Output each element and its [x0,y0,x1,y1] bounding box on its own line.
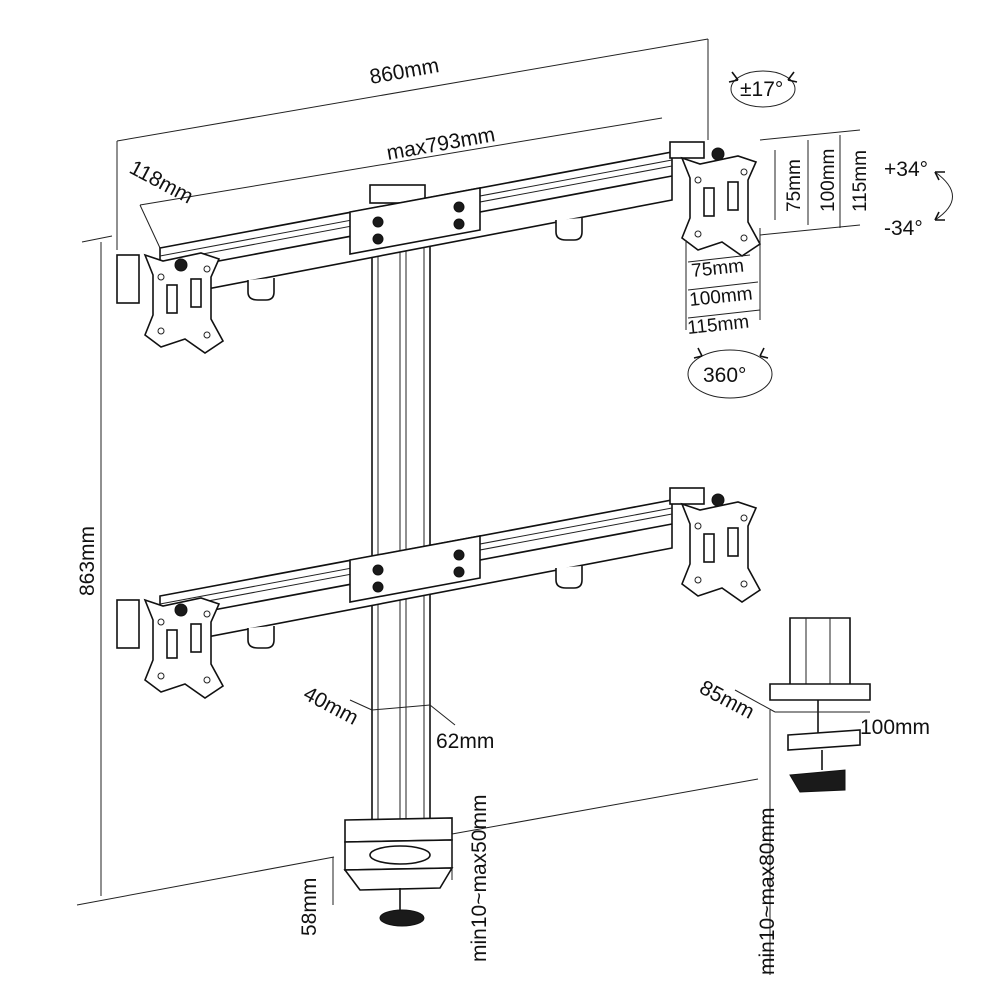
tilt-arrow-icon [934,171,953,221]
rotation-angle-label: 360° [703,364,746,387]
swivel-angle-label: ±17° [740,78,783,101]
dim-vesa-100-horizontal: 100mm [688,283,753,311]
vesa-plate-top-left [116,252,225,354]
tilt-down-label: -34° [884,217,923,240]
dim-arm-offset: 118mm [126,156,197,208]
vesa-plate-bottom-left [116,597,225,699]
overall-dimension-lines [76,38,759,906]
dim-vesa-100-vertical: 100mm [818,149,839,212]
dim-vesa-75-vertical: 75mm [784,159,805,212]
dim-clamp-depth: 58mm [298,878,321,936]
dim-vesa-75-horizontal: 75mm [690,256,745,282]
dim-vesa-115-vertical: 115mm [850,150,871,212]
dim-total-height: 863mm [76,526,99,596]
dim-grommet-range: min10~max80mm [756,808,779,975]
vertical-pole [369,184,431,831]
vesa-plate-bottom-right [669,487,762,603]
rotation-arrow-icon [687,347,773,399]
dim-clamp-range: min10~max50mm [468,795,491,962]
dim-grommet-depth: 85mm [696,676,758,724]
vesa-plate-top-right [669,141,762,257]
lower-crossbar [159,499,673,649]
pole-dimension-lines [332,699,456,905]
dim-vesa-115-horizontal: 115mm [686,312,750,339]
grommet-base-inset [734,617,871,975]
dim-pole-width: 62mm [436,730,494,753]
upper-crossbar [159,151,673,301]
desk-clamp [343,817,454,927]
dim-arm-max-length: max793mm [385,123,497,165]
vesa-dimension-lines [685,129,861,330]
dim-pole-depth: 40mm [300,682,362,730]
swivel-arrow-icon [728,70,798,108]
tilt-up-label: +34° [884,158,928,181]
dim-grommet-width: 100mm [860,716,930,739]
dim-total-width: 860mm [368,54,441,89]
